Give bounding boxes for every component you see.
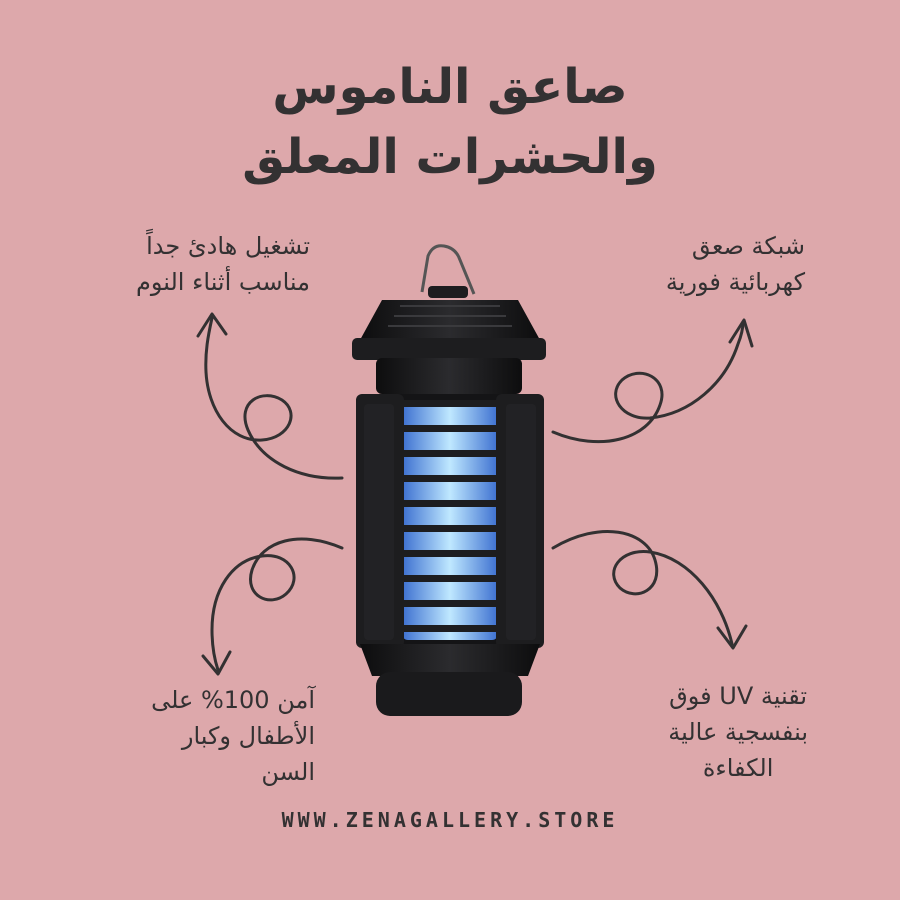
feature-line: تشغيل هادئ جداً	[146, 232, 310, 260]
feature-uv-technology: تقنية UV فوق بنفسجية عالية الكفاءة	[668, 678, 808, 786]
feature-line: شبكة صعق	[691, 232, 805, 260]
feature-line: كهربائية فورية	[665, 268, 805, 296]
curly-arrow-icon	[210, 537, 344, 672]
store-url: WWW.ZENAGALLERY.STORE	[281, 808, 619, 832]
arrowhead-icon	[716, 624, 748, 650]
feature-quiet-operation: تشغيل هادئ جداً مناسب أثناء النوم	[136, 228, 310, 300]
device-base	[360, 644, 540, 676]
feature-line: مناسب أثناء النوم	[135, 268, 310, 296]
curly-arrow-icon	[551, 529, 734, 646]
feature-line: بنفسجية عالية	[668, 718, 808, 746]
feature-line: آمن 100% على	[151, 686, 315, 714]
hanging-hook-icon	[420, 244, 476, 295]
arrowhead-icon	[728, 318, 754, 348]
title-line-1: صاعق الناموس	[272, 59, 628, 115]
feature-safe-for-kids: آمن 100% على الأطفال وكبار السن	[151, 682, 315, 790]
page-title: صاعق الناموس والحشرات المعلق	[0, 52, 900, 192]
curly-arrow-icon	[551, 320, 745, 444]
cage-bars	[356, 394, 544, 648]
device-top-knob	[428, 286, 468, 298]
arrowhead-icon	[196, 312, 228, 338]
feature-line: تقنية UV فوق	[669, 682, 808, 710]
feature-line: الأطفال وكبار	[181, 722, 315, 750]
feature-line: الكفاءة	[702, 754, 774, 782]
feature-electric-grid: شبكة صعق كهربائية فورية	[666, 228, 805, 300]
title-line-2: والحشرات المعلق	[242, 129, 658, 185]
arrowhead-icon	[201, 650, 232, 676]
device-roof	[360, 300, 540, 340]
curly-arrow-icon	[204, 316, 344, 480]
feature-line: السن	[261, 758, 315, 786]
